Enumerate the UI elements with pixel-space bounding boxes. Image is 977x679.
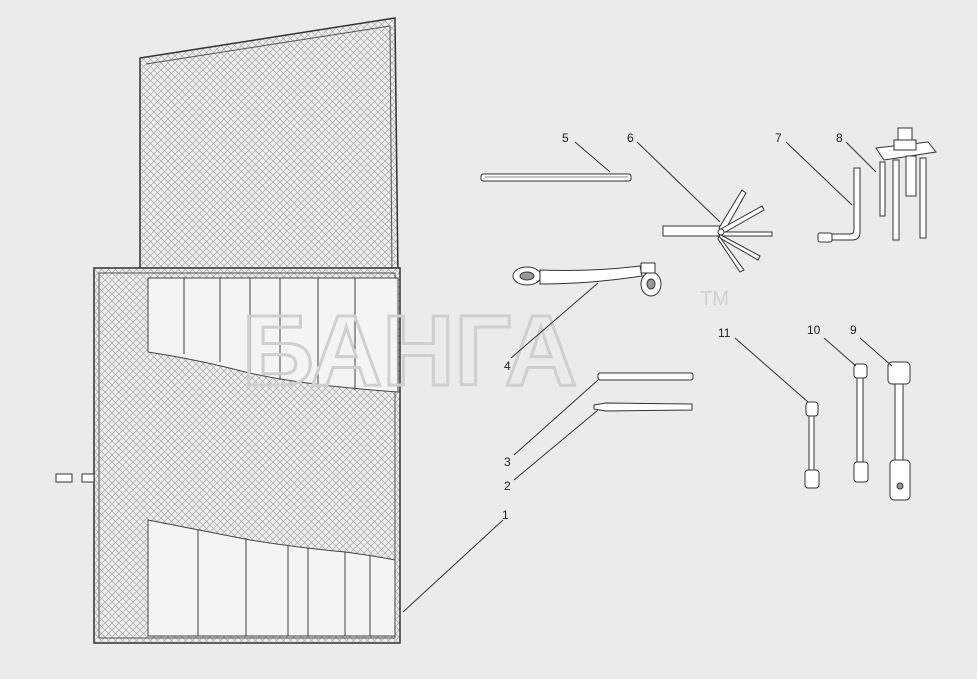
tool-puller-8 xyxy=(875,127,937,241)
callout-8: 8 xyxy=(836,131,843,145)
upper-pockets xyxy=(147,277,399,393)
callout-9: 9 xyxy=(850,323,857,337)
watermark: БАНГА TM xyxy=(241,288,729,409)
tool-wrench-4 xyxy=(512,262,662,297)
tool-feeler-gauge-6 xyxy=(662,189,773,273)
lower-pockets xyxy=(147,519,396,637)
tool-socket-wrench-10 xyxy=(853,363,869,483)
bag-strap xyxy=(55,473,95,483)
watermark-tm: TM xyxy=(700,288,729,310)
callout-5: 5 xyxy=(562,131,569,145)
callout-6: 6 xyxy=(627,131,634,145)
callout-7: 7 xyxy=(775,131,782,145)
tool-hex-key-7 xyxy=(817,167,861,243)
callout-1: 1 xyxy=(502,508,509,522)
callouts: 5 6 7 8 4 3 2 1 11 10 9 xyxy=(502,131,857,522)
tool-socket-wrench-9 xyxy=(887,361,911,501)
watermark-text: БАНГА xyxy=(242,295,577,407)
tool-bag xyxy=(55,17,401,644)
callout-2: 2 xyxy=(504,479,511,493)
tool-bar-3 xyxy=(597,372,694,381)
callout-3: 3 xyxy=(504,455,511,469)
bag-flap xyxy=(139,17,399,279)
tool-screwdriver-2 xyxy=(593,402,693,412)
tool-rod-5 xyxy=(480,173,632,182)
callout-4: 4 xyxy=(504,359,511,373)
callout-10: 10 xyxy=(807,323,821,337)
callout-11: 11 xyxy=(718,326,731,340)
tool-socket-wrench-11 xyxy=(804,401,820,489)
leader-lines xyxy=(402,141,893,613)
